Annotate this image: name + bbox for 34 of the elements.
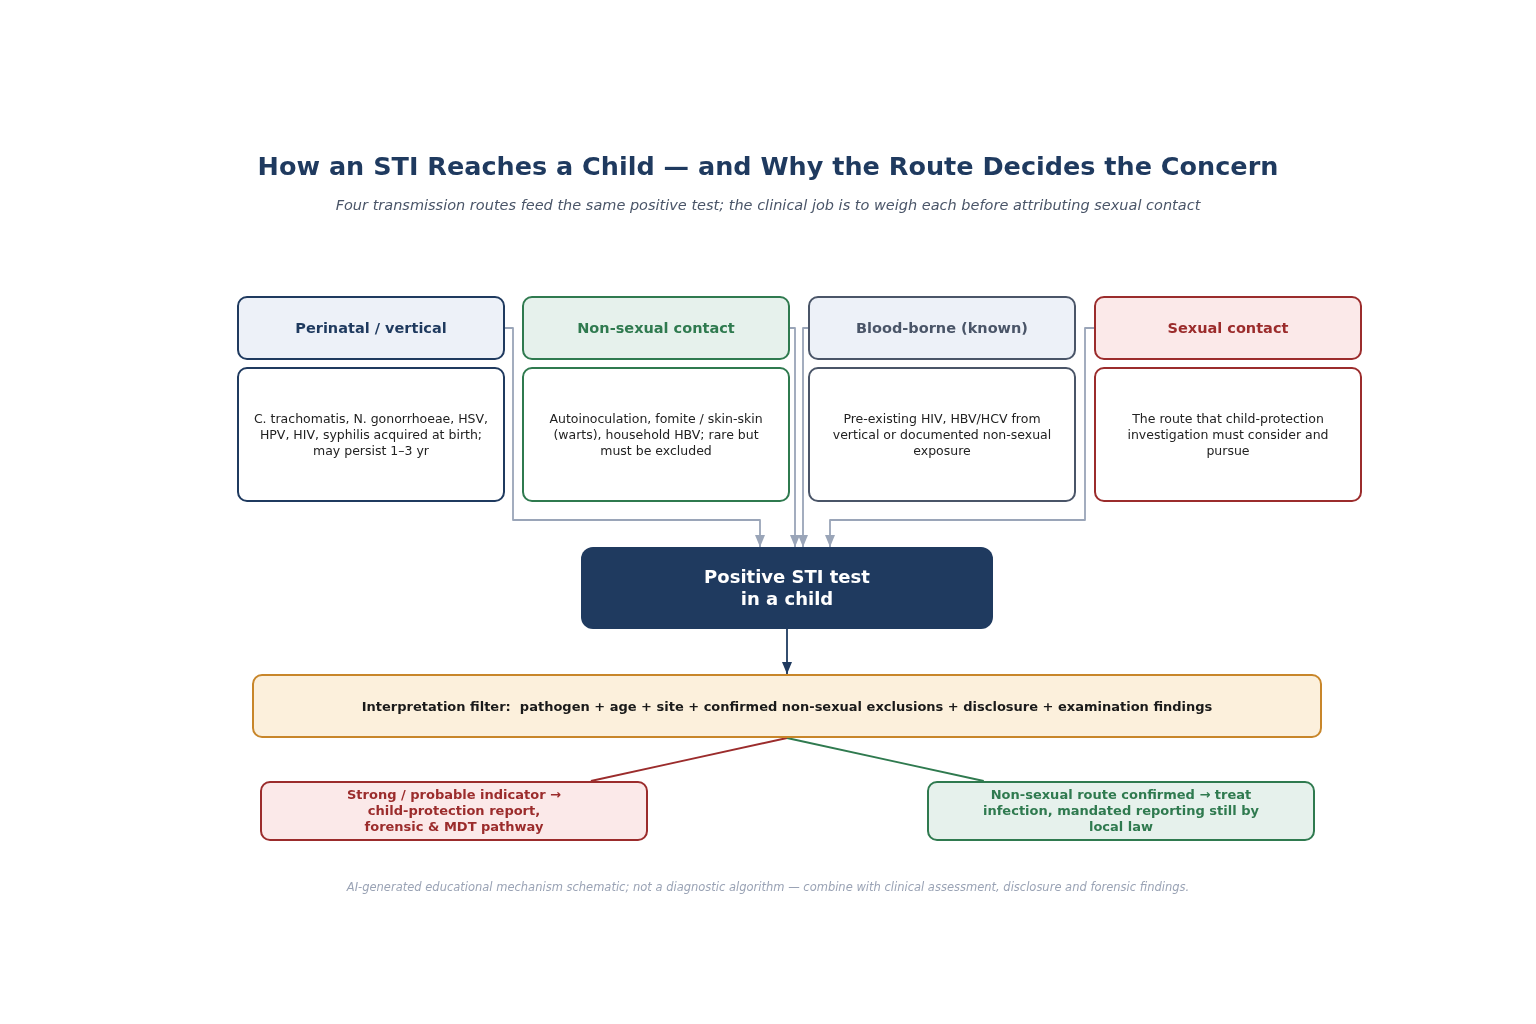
description-box bbox=[522, 367, 790, 502]
result-text: Positive STI test in a child bbox=[703, 566, 871, 610]
description-text: The route that child-protection investigation must consider and pursue bbox=[1126, 410, 1330, 459]
footnote: AI-generated educational mechanism schematic; not a diagnostic algorithm — combine with clinical assessment, disclosure and forensic findings. bbox=[346, 880, 1190, 895]
connector-line bbox=[786, 737, 985, 782]
arrow bbox=[789, 327, 800, 548]
outcome-box bbox=[260, 781, 648, 841]
arrow bbox=[782, 628, 792, 675]
outcome-text: Strong / probable indicator → child-protection report, forensic & MDT pathway bbox=[346, 787, 562, 835]
category-label: Sexual contact bbox=[1167, 319, 1289, 337]
category-box bbox=[1094, 296, 1362, 360]
arrow bbox=[825, 327, 1095, 548]
result-box bbox=[581, 547, 993, 629]
outcome-text: Non-sexual route confirmed → treat infection, mandated reporting still by local law bbox=[982, 787, 1260, 835]
title: How an STI Reaches a Child — and Why the Route Decides the Concern bbox=[257, 150, 1279, 182]
description-text: Pre-existing HIV, HBV/HCV from vertical or documented non-sexual exposure bbox=[831, 410, 1053, 459]
description-box bbox=[808, 367, 1076, 502]
arrow bbox=[504, 327, 765, 548]
description-text: C. trachomatis, N. gonorrhoeae, HSV, HPV, HIV, syphilis acquired at birth; may persist 1–3 yr bbox=[253, 410, 489, 459]
category-label: Blood-borne (known) bbox=[856, 319, 1028, 337]
category-label: Perinatal / vertical bbox=[295, 319, 447, 337]
category-box bbox=[808, 296, 1076, 360]
category-box bbox=[522, 296, 790, 360]
description-box bbox=[237, 367, 505, 502]
arrow bbox=[798, 327, 809, 548]
outcome-box bbox=[927, 781, 1315, 841]
filter-box bbox=[252, 674, 1322, 738]
description-text: Autoinoculation, fomite / skin-skin (warts), household HBV; rare but must be excluded bbox=[548, 410, 764, 459]
subtitle: Four transmission routes feed the same positive test; the clinical job is to weigh each before attributing sexual contact bbox=[335, 196, 1201, 214]
filter-text: Interpretation filter: pathogen + age + site + confirmed non-sexual exclusions + disclosure + examination findings bbox=[361, 697, 1213, 715]
connector-line bbox=[589, 737, 788, 782]
category-label: Non-sexual contact bbox=[577, 319, 735, 337]
category-box bbox=[237, 296, 505, 360]
description-box bbox=[1094, 367, 1362, 502]
